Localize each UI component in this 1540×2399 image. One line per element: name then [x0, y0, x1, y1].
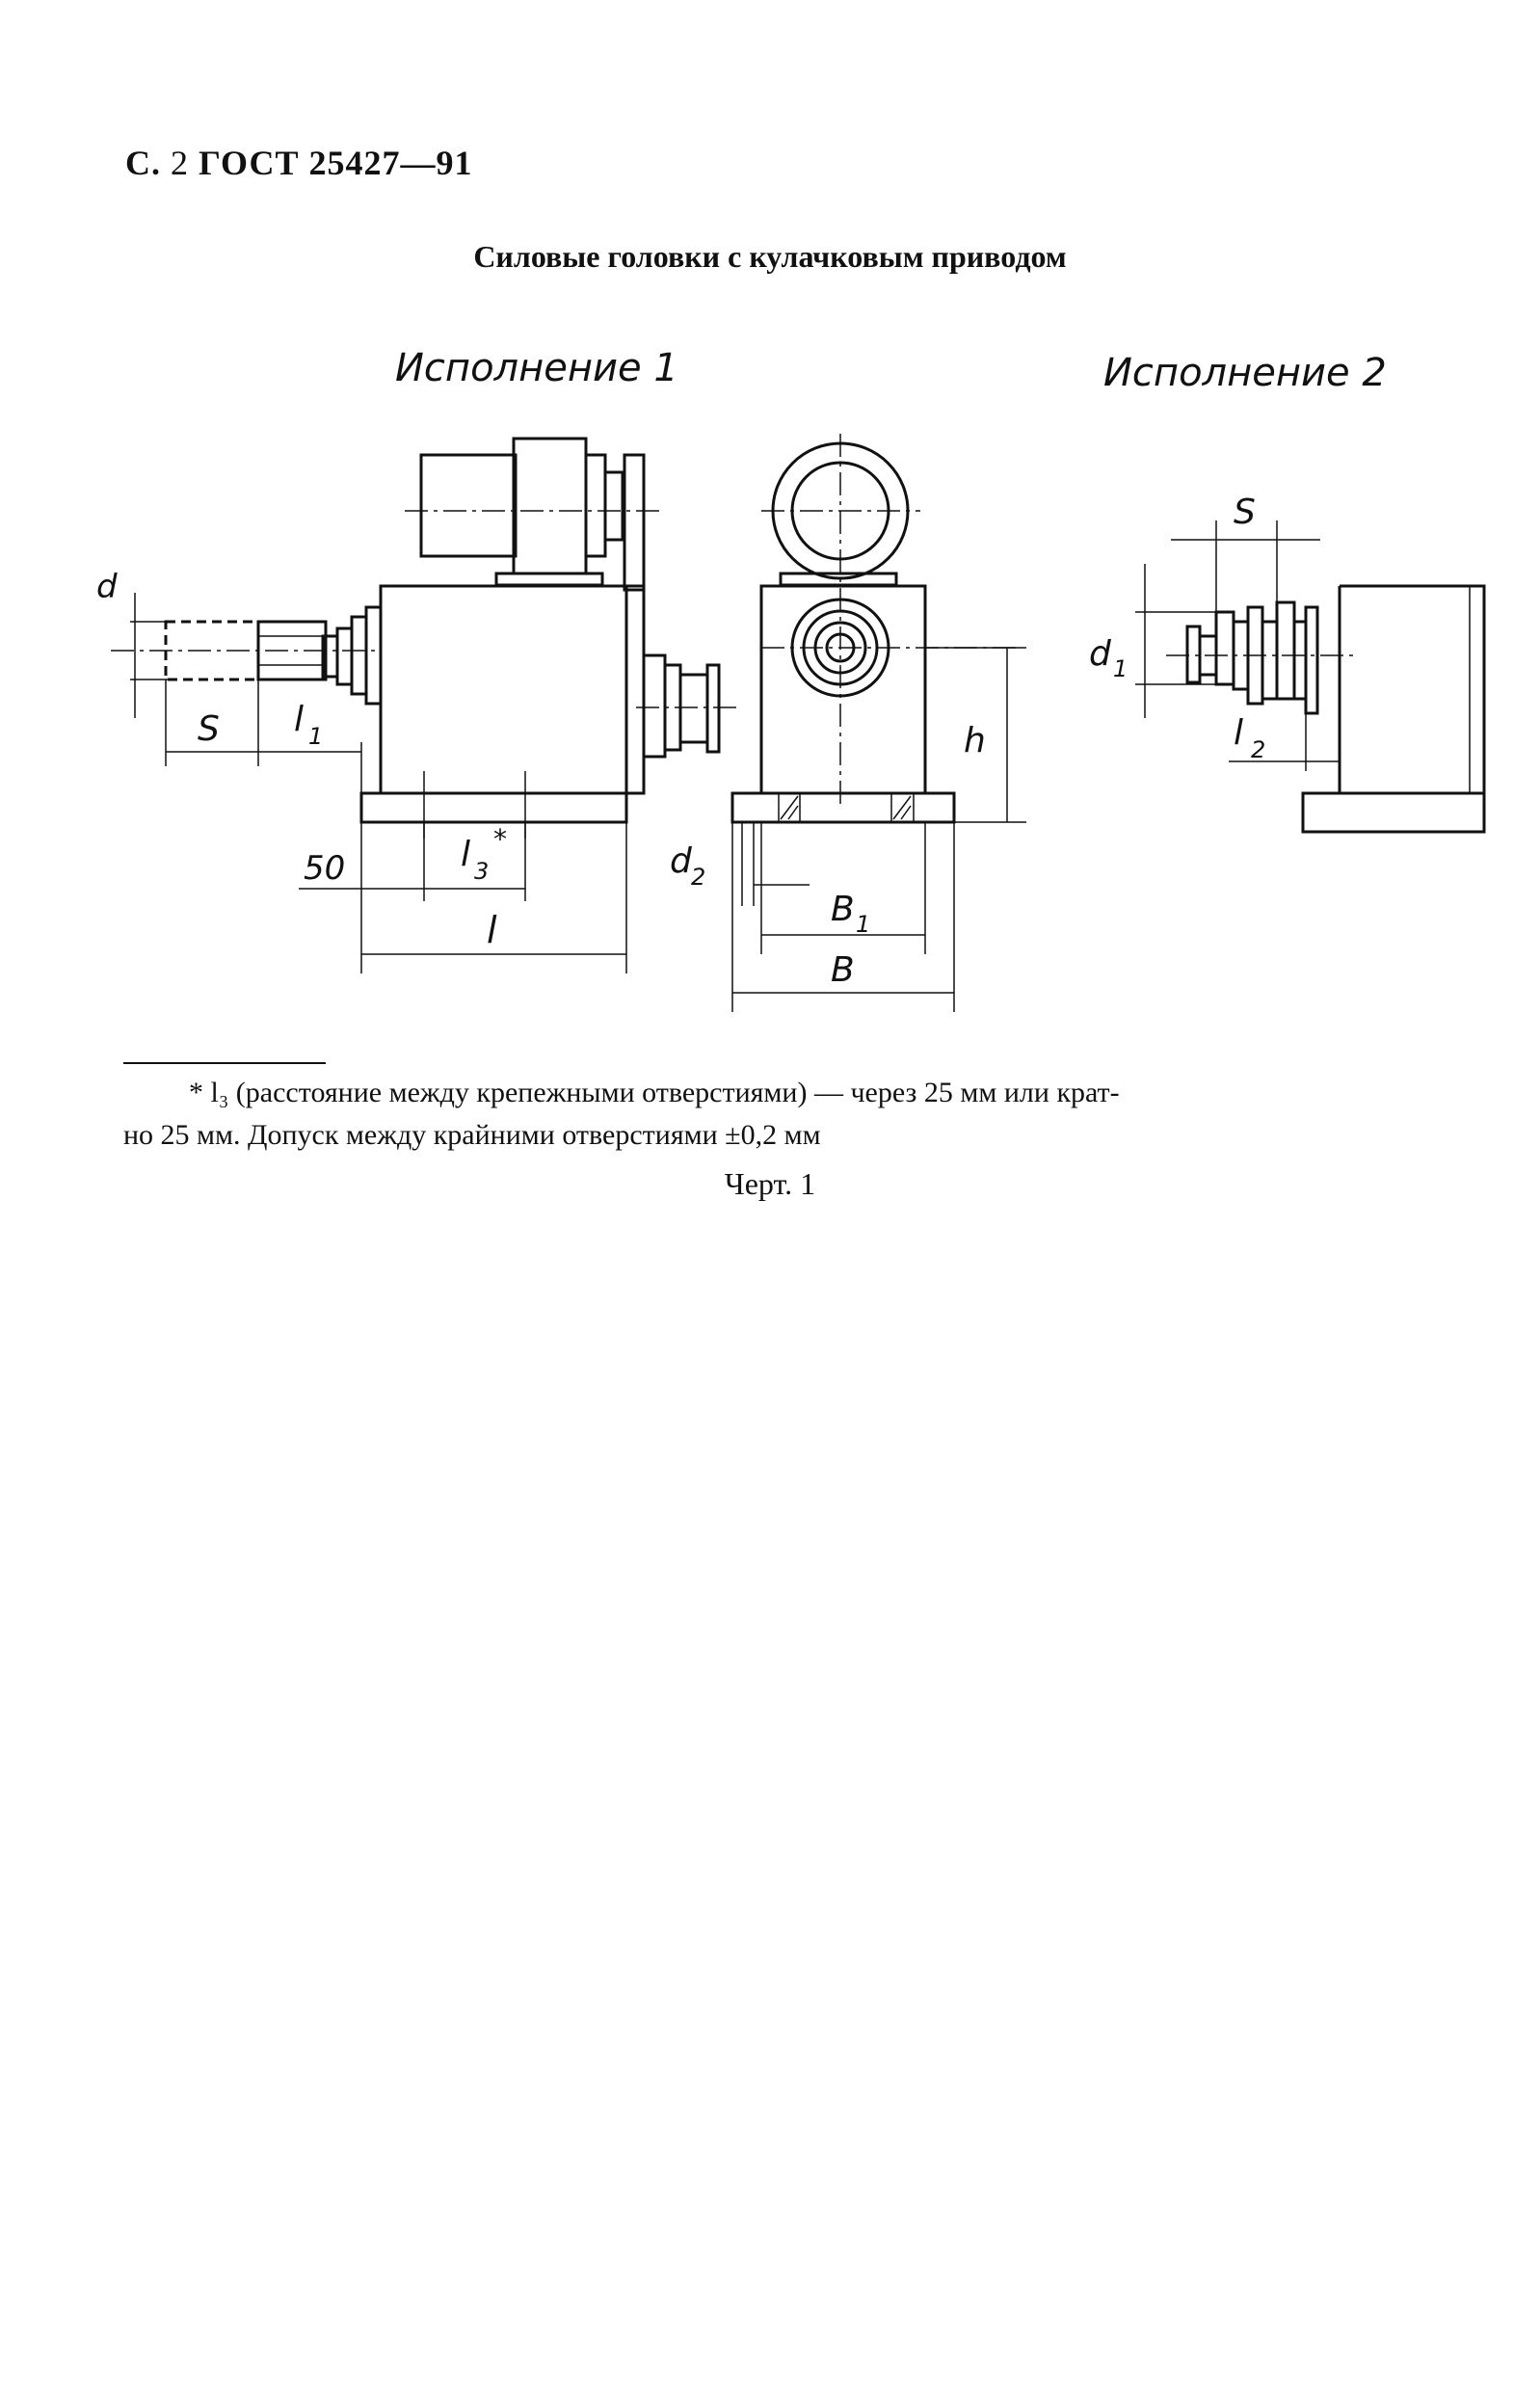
dim-label-b: B [831, 950, 855, 990]
dim-label-50: 50 [304, 849, 345, 888]
dim-label-d: d [96, 568, 118, 606]
footnote: * l₃ (расстояние между крепежными отверс… [123, 1072, 1473, 1157]
page-title: Силовые головки с кулачковым приводом [473, 239, 1067, 274]
side-view: d S l 1 50 l 3 * l [96, 437, 742, 973]
variant-1-label: Исполнение 1 [395, 346, 678, 390]
dim-label-b1: B [831, 890, 855, 929]
dim-label-l3-sub: 3 [474, 858, 489, 885]
variant-2-view: S d 1 l 2 [1089, 493, 1486, 834]
header-series: С. [125, 144, 161, 182]
dim-label-l1: l [294, 700, 304, 739]
dim-label-l3-star: * [493, 823, 507, 855]
page-header: С. 2 ГОСТ 25427—91 [125, 143, 472, 183]
footnote-line-2: но 25 мм. Допуск между крайними отверсти… [123, 1119, 821, 1151]
dim-label-l2: l [1234, 713, 1243, 753]
dim-label-l: l [487, 909, 497, 951]
footnote-line-1: * l₃ (расстояние между крепежными отверс… [189, 1077, 1120, 1108]
drawing-canvas: Исполнение 1 Исполнение 2 [96, 346, 1486, 1012]
dim-label-d2-sub: 2 [691, 864, 705, 891]
header-page-number: 2 [171, 144, 189, 182]
dim-label-l1-sub: 1 [308, 723, 323, 750]
dim-label-d1: d [1089, 634, 1112, 674]
footnote-rule [123, 1062, 326, 1064]
header-standard: ГОСТ 25427—91 [199, 144, 473, 182]
technical-drawing: Исполнение 1 Исполнение 2 [0, 318, 1540, 1051]
dim-label-d2: d [670, 841, 693, 881]
dim-label-d1-sub: 1 [1113, 655, 1128, 682]
dim-label-s: S [198, 709, 220, 749]
dim-label-h: h [964, 721, 986, 760]
dim-label-b1-sub: 1 [856, 911, 870, 938]
variant-2-label: Исполнение 2 [1103, 351, 1387, 395]
dim-label-l3: l [461, 835, 470, 874]
dim-label-s2: S [1234, 493, 1256, 532]
front-view: h d 2 B 1 B [670, 434, 1026, 1012]
figure-caption: Черт. 1 [724, 1166, 816, 1201]
dim-label-l2-sub: 2 [1251, 736, 1265, 763]
